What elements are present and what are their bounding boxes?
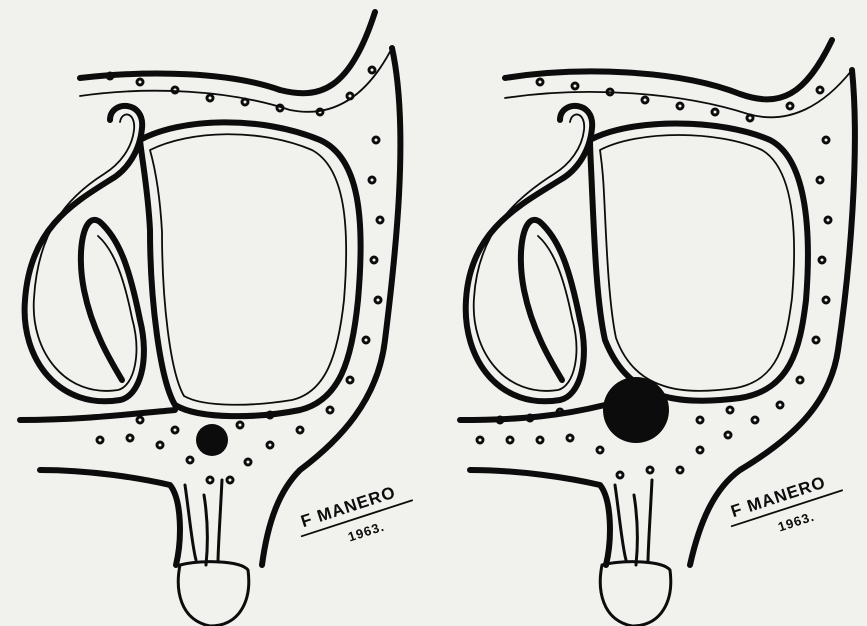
left-tooth [178,480,248,626]
right-alveolar-line [470,470,610,565]
right-lesion [603,377,669,443]
right-sinus-outline [590,124,808,401]
left-signature: F MANERO 1963. [295,478,420,558]
right-panel: F MANERO 1963. [460,40,855,626]
left-alveolar-line [40,470,180,565]
left-panel: F MANERO 1963. [20,12,419,626]
left-signature-year: 1963. [346,519,386,545]
left-lesion [196,424,228,456]
left-bottom-wall [20,410,175,420]
left-top-wall [80,12,375,93]
right-signature-year: 1963. [776,509,816,535]
left-sinus-outline [140,122,361,416]
left-canal-loop [25,106,144,401]
right-top-wall [505,40,832,99]
right-canal-loop [466,106,592,401]
right-signature: F MANERO 1963. [725,468,850,548]
